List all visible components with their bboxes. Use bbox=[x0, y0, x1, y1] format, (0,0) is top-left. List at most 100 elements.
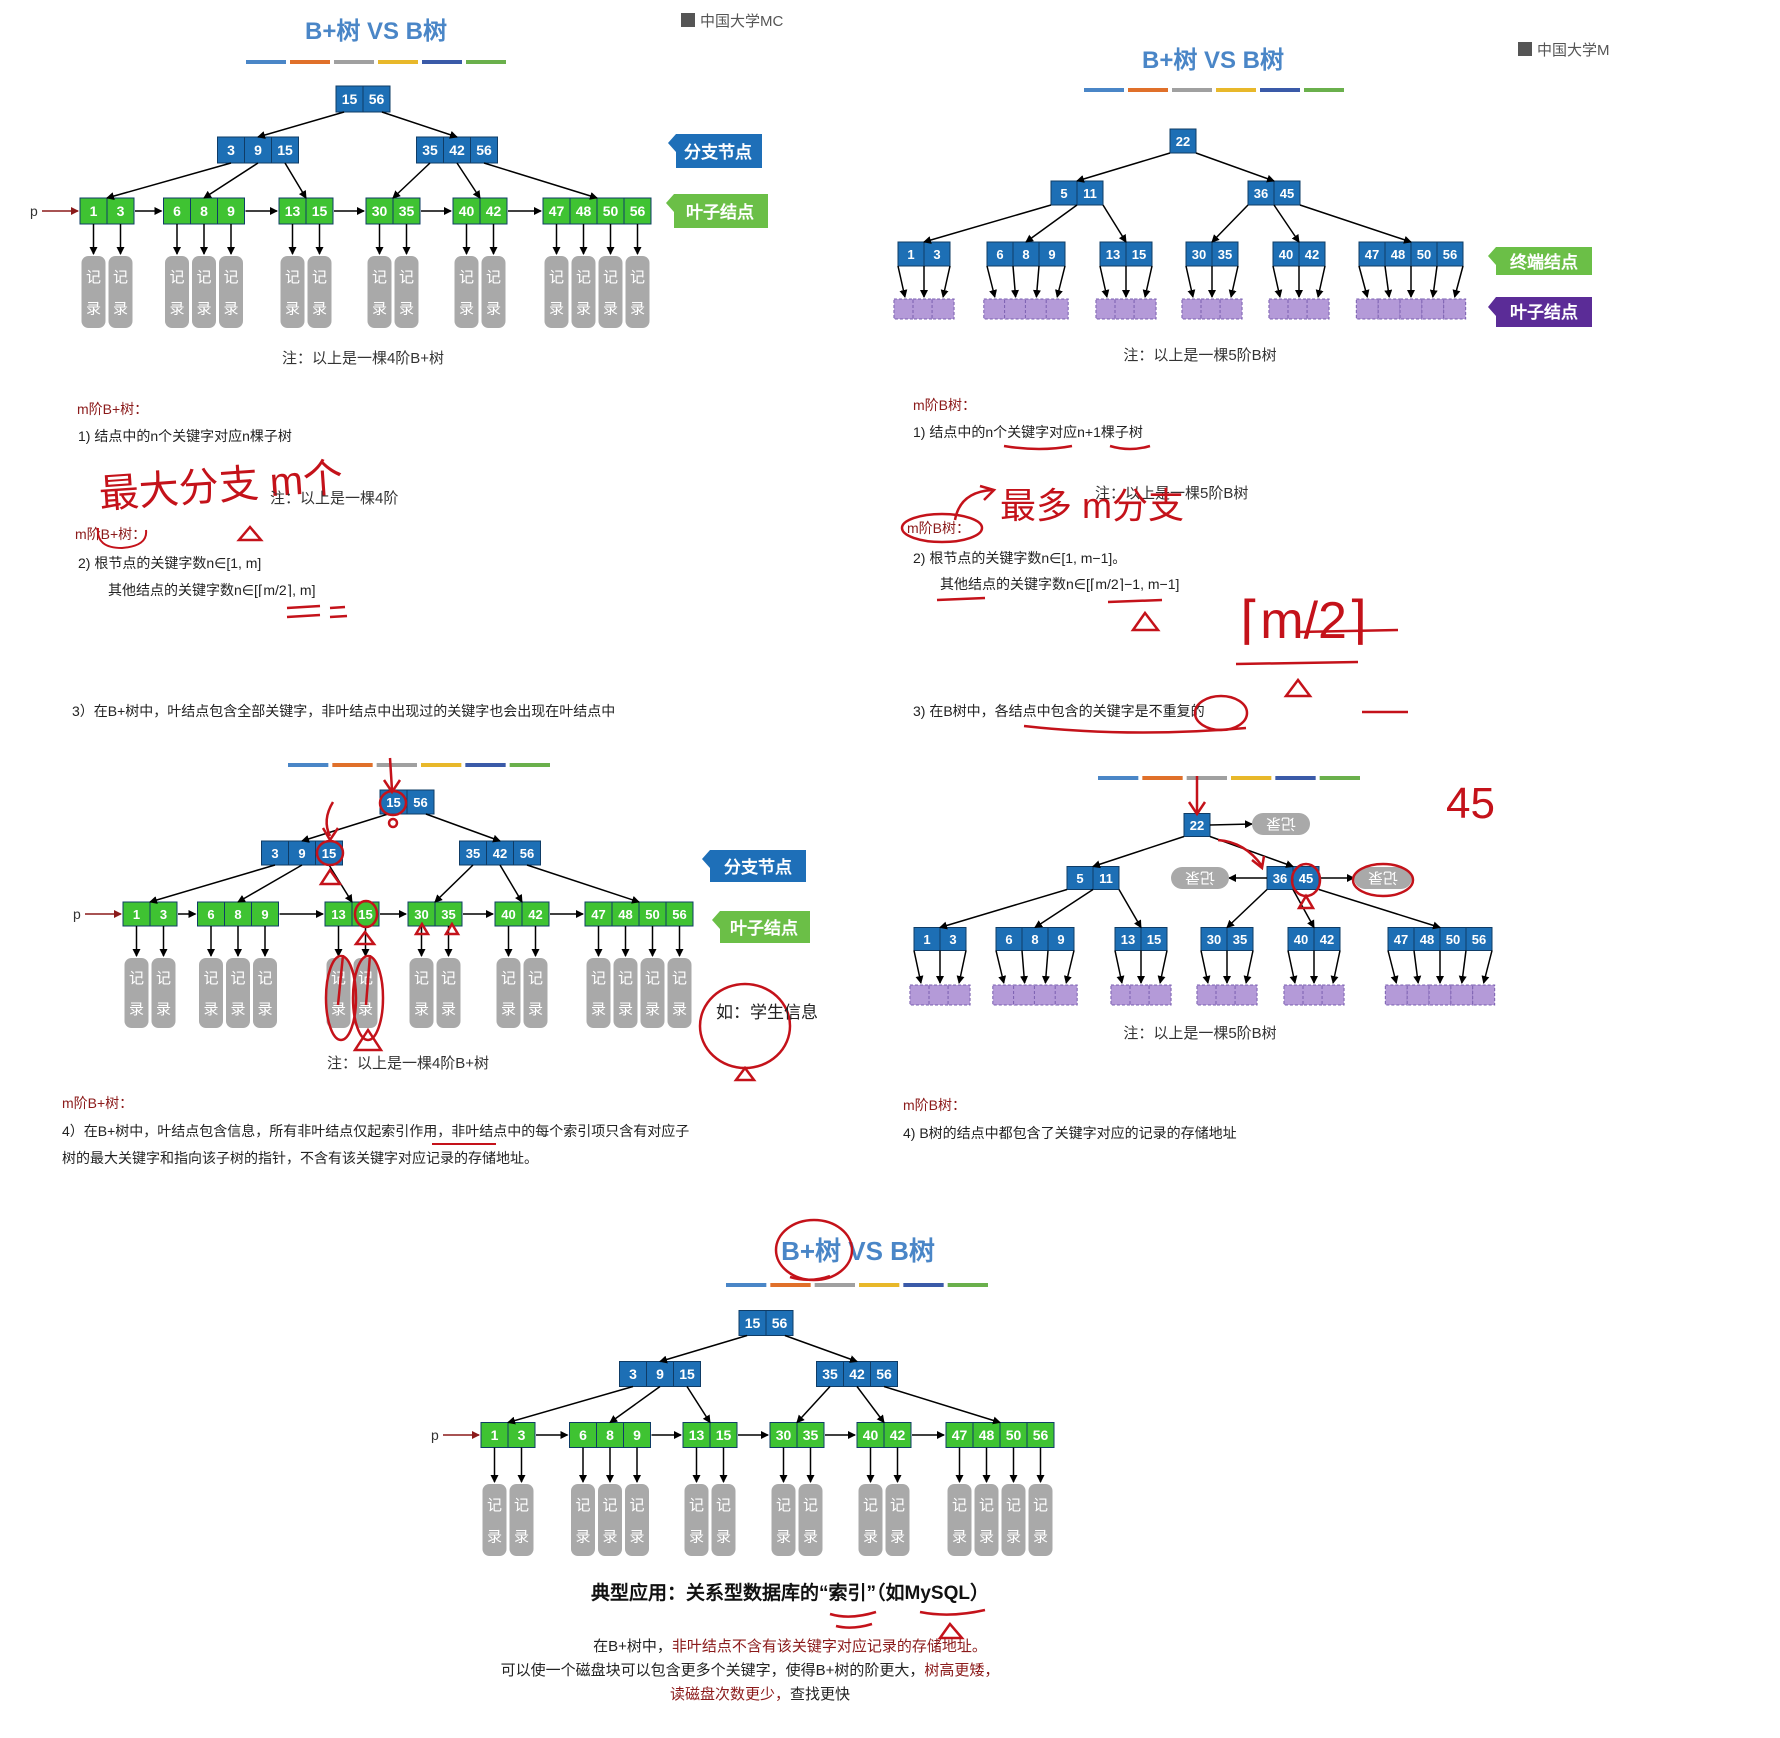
key-label: 50 bbox=[1417, 247, 1431, 262]
handwritten-circle-heading bbox=[96, 527, 148, 550]
external-node bbox=[1384, 984, 1408, 1006]
key-label: 6 bbox=[996, 247, 1003, 262]
tag-leaf-node: 叶子结点 bbox=[1488, 297, 1592, 327]
edge bbox=[1041, 950, 1050, 984]
rule-2b: 其他结点的关键字数n∈[⌈m/2⌉−1, m−1] bbox=[940, 576, 1179, 592]
rules-heading-circled: m阶B树： bbox=[907, 520, 970, 536]
watermark-text: 中国大学M bbox=[1537, 42, 1610, 59]
record-box: 记录 bbox=[711, 1484, 736, 1556]
record-box: 记录 bbox=[667, 958, 692, 1028]
key-label: 3 bbox=[160, 907, 167, 922]
key-label: 8 bbox=[1031, 932, 1038, 947]
key-label: 40 bbox=[501, 907, 515, 922]
summary-line-1: 在B+树中，非叶结点不含有该关键字对应记录的存储地址。 bbox=[593, 1637, 987, 1655]
key-label: 35 bbox=[422, 142, 438, 158]
key-label: 15 bbox=[277, 142, 293, 158]
record-label-top: 记 bbox=[952, 1497, 967, 1514]
record-label-bottom: 录 bbox=[1033, 1529, 1048, 1546]
rule-2a: 2) 根节点的关键字数n∈[1, m−1]。 bbox=[913, 550, 1126, 566]
edge bbox=[1142, 265, 1153, 298]
rule-2b: 其他结点的关键字数n∈[⌈m/2⌉, m] bbox=[108, 582, 315, 598]
key-label: 6 bbox=[1005, 932, 1012, 947]
key-cell bbox=[494, 901, 523, 927]
color-bar-segment bbox=[290, 60, 330, 64]
color-bar-segment bbox=[509, 763, 550, 767]
record-label-bottom: 录 bbox=[603, 301, 618, 318]
record-label-top: 记 bbox=[776, 1497, 791, 1514]
record-box: 记录 bbox=[544, 256, 569, 328]
key-label: 56 bbox=[672, 907, 686, 922]
color-bar-segment bbox=[1231, 776, 1272, 780]
record-box: 记录 bbox=[165, 256, 189, 328]
edge bbox=[1243, 950, 1254, 984]
record-box: 记录 bbox=[1354, 867, 1412, 889]
key-cell bbox=[816, 1361, 844, 1387]
key-label: 42 bbox=[493, 846, 507, 861]
record-box: 记录 bbox=[598, 256, 623, 328]
record-label-bottom: 录 bbox=[129, 1001, 144, 1018]
record-label-top: 记 bbox=[441, 970, 456, 987]
key-label: 42 bbox=[486, 203, 502, 219]
record-label-top: 记 bbox=[549, 269, 564, 286]
edge bbox=[923, 204, 1052, 244]
key-cell bbox=[1185, 241, 1213, 267]
record-box: 记录 bbox=[858, 1484, 883, 1556]
record-label-bottom: 录 bbox=[629, 1529, 644, 1546]
edge bbox=[1318, 888, 1441, 930]
key-label: 42 bbox=[449, 142, 465, 158]
key-label: 1 bbox=[907, 247, 914, 262]
color-bar-segment bbox=[422, 60, 462, 64]
external-node bbox=[1148, 984, 1172, 1006]
record-label-top: 记 bbox=[689, 1497, 704, 1514]
key-label: 36 bbox=[1254, 186, 1268, 201]
edge bbox=[1118, 889, 1142, 929]
key-label: 48 bbox=[1420, 932, 1434, 947]
edge bbox=[1209, 820, 1253, 829]
edge bbox=[784, 1334, 858, 1363]
key-label: 56 bbox=[1472, 932, 1486, 947]
record-label-top: 记 bbox=[86, 269, 101, 286]
summary-2-highlight: 树高更矮， bbox=[924, 1662, 999, 1679]
edge bbox=[149, 864, 276, 904]
record-label-bottom: 录 bbox=[285, 301, 300, 318]
key-label: 13 bbox=[331, 907, 345, 922]
edge bbox=[1387, 950, 1399, 984]
color-bar-segment bbox=[947, 1283, 988, 1287]
edge bbox=[686, 1386, 711, 1424]
record-label-top: 记 bbox=[156, 970, 171, 987]
record-label-top: 记 bbox=[629, 1497, 644, 1514]
external-node bbox=[1133, 298, 1157, 320]
color-bar bbox=[726, 1283, 988, 1287]
record-label-bottom: 录 bbox=[156, 1001, 171, 1018]
key-label: 50 bbox=[1006, 1427, 1022, 1443]
record-label-top: 记 bbox=[414, 970, 429, 987]
rules-heading: m阶B+树： bbox=[62, 1095, 133, 1111]
key-label: 9 bbox=[633, 1427, 641, 1443]
edge bbox=[237, 864, 303, 903]
edge bbox=[203, 162, 259, 199]
record-label-top: 记 bbox=[312, 269, 327, 286]
key-label: 48 bbox=[576, 203, 592, 219]
key-cell bbox=[1436, 241, 1464, 267]
color-bar-segment bbox=[465, 763, 506, 767]
record-label-bottom: 录 bbox=[602, 1529, 617, 1546]
key-cell bbox=[623, 197, 652, 225]
key-cell bbox=[738, 1310, 767, 1336]
rules-heading: m阶B+树： bbox=[77, 401, 148, 417]
record-box: 记录 bbox=[108, 256, 133, 328]
key-label: 15 bbox=[679, 1366, 695, 1382]
color-bar-segment bbox=[332, 763, 373, 767]
key-label: 15 bbox=[1132, 247, 1146, 262]
key-label: 56 bbox=[876, 1366, 892, 1382]
diagram-caption: 注：以上是一棵5阶B树 bbox=[1123, 1025, 1276, 1042]
record-label-bottom: 录 bbox=[618, 1001, 633, 1018]
edge bbox=[659, 1334, 748, 1364]
record-label-top: 记 bbox=[399, 269, 414, 286]
edge bbox=[1452, 265, 1464, 298]
watermark: 中国大学M bbox=[1518, 42, 1610, 59]
